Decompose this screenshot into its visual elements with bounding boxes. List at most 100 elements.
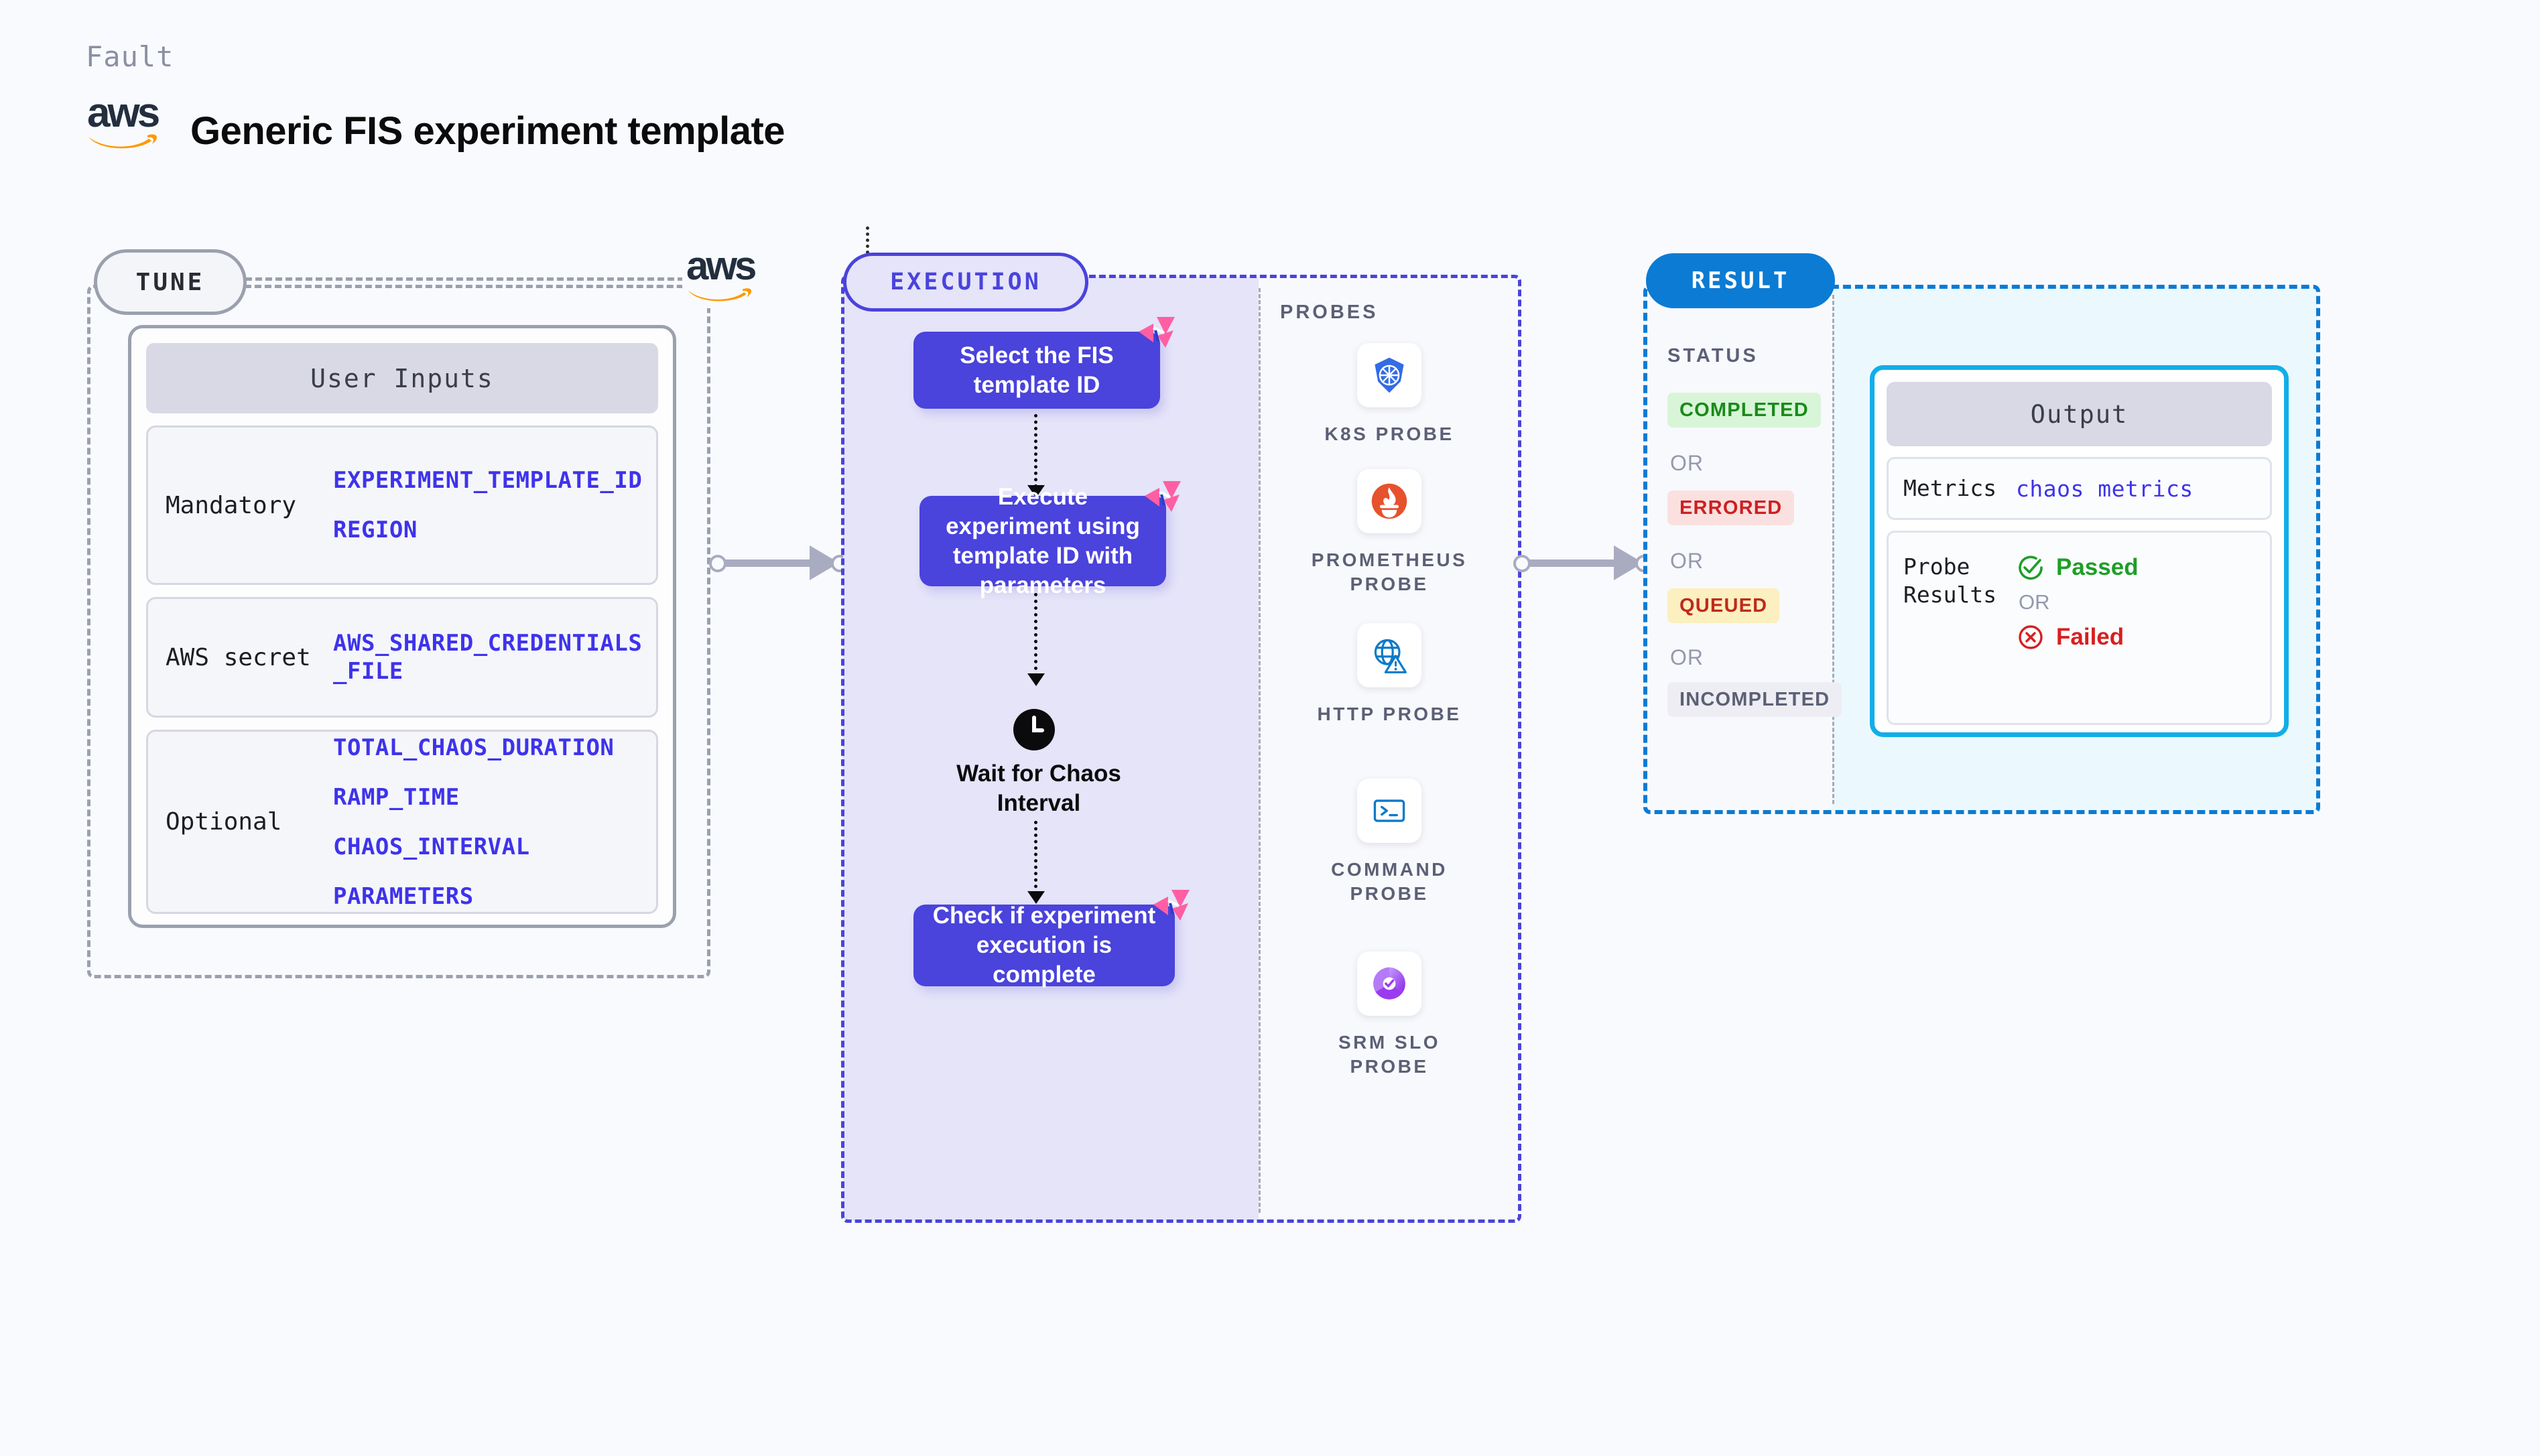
flow-arrowhead xyxy=(1027,673,1045,686)
probe-icon-container xyxy=(1357,951,1421,1016)
status-title: STATUS xyxy=(1667,345,1759,367)
terminal-icon xyxy=(1373,799,1405,822)
probe-item-command[interactable]: COMMAND PROBE xyxy=(1302,779,1476,906)
connector-line xyxy=(1523,559,1623,567)
result-section-pill[interactable]: RESULT xyxy=(1646,253,1835,308)
connector-endpoint xyxy=(709,555,726,572)
output-row-label: Probe Results xyxy=(1903,553,1997,608)
input-row-label: Optional xyxy=(166,808,282,836)
execution-section-pill[interactable]: EXECUTION xyxy=(843,253,1088,312)
probe-result-failed: Failed xyxy=(2016,622,2139,652)
aws-logo: aws xyxy=(87,92,164,156)
connector-endpoint xyxy=(1513,555,1531,572)
result-panel xyxy=(1643,285,2320,814)
input-row-vars: EXPERIMENT_TEMPLATE_ID REGION xyxy=(333,466,642,544)
user-inputs-title: User Inputs xyxy=(146,343,658,413)
check-circle-icon xyxy=(2019,555,2043,580)
result-status-background xyxy=(1646,287,1832,811)
status-or-label: OR xyxy=(1670,645,1704,669)
tune-panel: User Inputs Mandatory EXPERIMENT_TEMPLAT… xyxy=(87,285,710,978)
metrics-value: chaos metrics xyxy=(2016,475,2194,502)
flow-step-label: Check if experiment execution is complet… xyxy=(932,903,1156,988)
env-var: RAMP_TIME xyxy=(333,783,460,811)
input-row-vars: TOTAL_CHAOS_DURATION RAMP_TIME CHAOS_INT… xyxy=(333,734,614,911)
status-badge-incompleted: INCOMPLETED xyxy=(1667,682,1842,717)
aws-wordmark: aws xyxy=(87,90,160,136)
aws-logo: aws xyxy=(682,243,771,308)
flow-step-execute-experiment[interactable]: Execute experiment using template ID wit… xyxy=(919,481,1181,598)
input-row-vars: AWS_SHARED_CREDENTIALS _FILE xyxy=(333,629,642,685)
output-title: Output xyxy=(1887,382,2272,446)
probe-icon-container xyxy=(1357,469,1421,533)
probe-result-passed: Passed xyxy=(2016,553,2139,582)
execution-background xyxy=(843,277,1259,1221)
probe-result-stack: Passed OR Failed xyxy=(2016,553,2139,652)
flow-arrowhead xyxy=(1027,891,1045,904)
flow-arrow xyxy=(1034,593,1037,677)
connector-execution-to-result xyxy=(1513,545,1661,580)
execution-panel xyxy=(841,275,1521,1223)
user-inputs-card: User Inputs Mandatory EXPERIMENT_TEMPLAT… xyxy=(128,325,676,928)
env-var: TOTAL_CHAOS_DURATION xyxy=(333,734,615,761)
probe-item-k8s[interactable]: K8S PROBE xyxy=(1302,343,1476,446)
status-badge-completed: COMPLETED xyxy=(1667,393,1821,427)
flow-arrow xyxy=(1034,414,1037,488)
env-var: EXPERIMENT_TEMPLATE_ID xyxy=(333,467,643,494)
env-var: PARAMETERS xyxy=(333,882,474,910)
env-var: CHAOS_INTERVAL xyxy=(333,833,530,860)
status-badge-queued: QUEUED xyxy=(1667,588,1780,623)
tune-aws-dashed-connector xyxy=(245,277,684,281)
connector-tune-to-execution xyxy=(709,545,856,580)
probe-icon-container xyxy=(1357,623,1421,687)
input-row-label: AWS secret xyxy=(166,643,311,671)
flow-step-label: Select the FIS template ID xyxy=(960,342,1114,398)
flow-arrowhead xyxy=(1027,485,1045,498)
result-divider xyxy=(1832,295,1834,804)
output-row-probe-results: Probe Results Passed OR Failed xyxy=(1887,531,2272,725)
input-row-mandatory: Mandatory EXPERIMENT_TEMPLATE_ID REGION xyxy=(146,425,658,585)
input-row-aws-secret: AWS secret AWS_SHARED_CREDENTIALS _FILE xyxy=(146,597,658,718)
aws-smile-icon xyxy=(688,288,752,302)
probes-title: PROBES xyxy=(1280,302,1379,323)
flow-step-label: Execute experiment using template ID wit… xyxy=(946,483,1140,598)
slo-gauge-icon xyxy=(1373,967,1405,1000)
output-row-label: Metrics xyxy=(1903,475,1997,501)
probe-result-label: Failed xyxy=(2056,624,2124,650)
wait-node-label: Wait for Chaos Interval xyxy=(956,760,1121,816)
output-row-metrics: Metrics chaos metrics xyxy=(1887,457,2272,520)
probe-label: COMMAND PROBE xyxy=(1331,859,1448,904)
probe-result-or-label: OR xyxy=(2019,590,2050,614)
prometheus-icon xyxy=(1371,483,1407,519)
env-var: REGION xyxy=(333,517,418,543)
probes-divider xyxy=(1259,288,1261,1213)
page-title: Generic FIS experiment template xyxy=(190,109,785,153)
probe-icon-container xyxy=(1357,779,1421,843)
page-header: Fault aws Generic FIS experiment templat… xyxy=(86,40,1024,161)
probe-label: HTTP PROBE xyxy=(1317,704,1462,724)
aws-wordmark: aws xyxy=(686,243,757,288)
probe-result-label: Passed xyxy=(2056,554,2139,580)
env-var: AWS_SHARED_CREDENTIALS _FILE xyxy=(333,630,643,685)
aws-smile-icon xyxy=(88,134,157,149)
flow-step-select-template[interactable]: Select the FIS template ID xyxy=(913,317,1175,409)
probe-item-srm-slo[interactable]: SRM SLO PROBE xyxy=(1302,951,1476,1079)
x-circle-icon xyxy=(2019,625,2043,649)
output-card: Output Metrics chaos metrics Probe Resul… xyxy=(1870,365,2289,737)
execution-top-dotted-line xyxy=(866,226,869,260)
clock-icon xyxy=(1013,709,1055,750)
input-row-label: Mandatory xyxy=(166,491,297,519)
probe-item-prometheus[interactable]: PROMETHEUS PROBE xyxy=(1302,469,1476,596)
tune-section-pill[interactable]: TUNE xyxy=(94,249,247,315)
kubernetes-icon xyxy=(1375,357,1404,393)
probes-background xyxy=(1259,277,1519,1221)
probe-icon-container xyxy=(1357,343,1421,407)
flow-step-check-complete[interactable]: Check if experiment execution is complet… xyxy=(913,890,1190,988)
eyebrow-label: Fault xyxy=(86,40,174,73)
globe-warning-icon xyxy=(1374,639,1407,673)
flow-arrow xyxy=(1034,821,1037,895)
probe-item-http[interactable]: HTTP PROBE xyxy=(1302,623,1476,726)
status-badge-errored: ERRORED xyxy=(1667,490,1795,525)
probe-label: SRM SLO PROBE xyxy=(1338,1032,1441,1077)
probe-label: PROMETHEUS PROBE xyxy=(1311,549,1468,594)
